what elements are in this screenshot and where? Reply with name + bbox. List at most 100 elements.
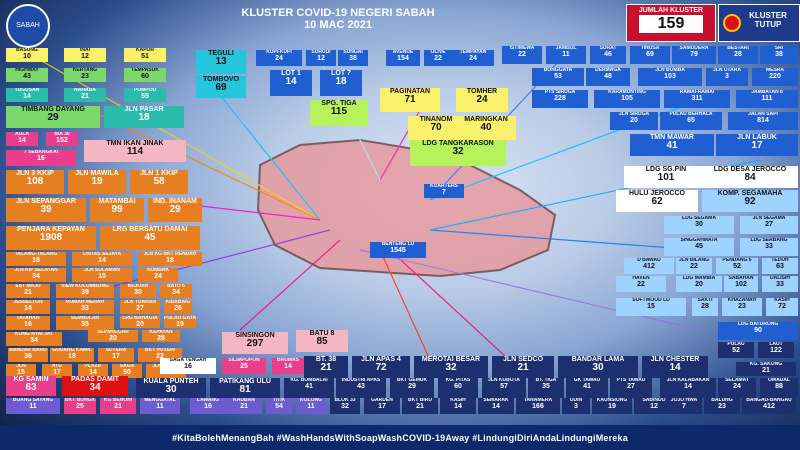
cluster-name: LDG SG.PIN — [645, 166, 687, 173]
cluster-count: 38 — [775, 51, 783, 59]
cluster-count: 32 — [452, 146, 464, 158]
cluster-count: 18 — [166, 257, 174, 265]
cluster-count: 20 — [695, 281, 703, 289]
cluster-name: BATU 8 — [309, 330, 335, 337]
cluster-name: POMPOD — [133, 88, 157, 93]
cluster-name: JLN 1 KKIP — [140, 170, 178, 177]
cluster-count: 11 — [156, 403, 164, 411]
cluster-count: 24 — [733, 383, 741, 391]
cluster-count: 34 — [172, 289, 180, 297]
cluster-name: KG. SAKONG — [749, 362, 783, 367]
cluster-name: BIA 30 — [54, 132, 70, 137]
cluster-name: TUGUSAN — [14, 88, 40, 93]
cluster-name: KAUBAN — [233, 398, 255, 403]
cluster-name: JLN 3 KKIP — [16, 170, 54, 177]
cluster-count: 14 — [684, 383, 692, 391]
cluster-count: 34 — [30, 337, 38, 345]
cluster-count: 72 — [778, 303, 786, 311]
cluster-count: 102 — [735, 281, 747, 289]
cluster-name: BATU 5 — [167, 284, 185, 289]
cluster-count: 17 — [53, 369, 61, 377]
cluster-count: 19 — [608, 403, 616, 411]
cluster-name: OLIVE — [430, 50, 446, 55]
cluster-name: KG BENONI — [103, 398, 133, 403]
cluster-name: JLN TUARAN — [124, 300, 156, 305]
cluster-name: KG SAMIN — [13, 376, 49, 383]
cluster-name: BEJORA — [127, 284, 149, 289]
cluster-name: LOT 7 — [331, 70, 351, 77]
cluster-name: BONGGAYA — [543, 68, 573, 73]
cluster-count: 166 — [532, 403, 544, 411]
cluster-count: 16 — [184, 363, 192, 371]
cluster-name: SUTERA — [105, 348, 127, 353]
cluster-name: SOFTWOOD LD — [632, 298, 670, 303]
cluster-name: BKT BIRU — [408, 398, 432, 403]
cluster-count: 90 — [754, 327, 762, 335]
cluster-count: 122 — [770, 347, 782, 355]
cluster-count: 21 — [320, 362, 332, 374]
cluster-name: LDG SERBANG — [750, 238, 788, 243]
cluster-count: 22 — [518, 51, 526, 59]
cluster-name: INDUSTRI APAS — [341, 378, 381, 383]
cluster-count: 103 — [664, 73, 676, 81]
cluster-name: TANAMERA — [523, 398, 553, 403]
cluster-name: JLN SEPANGGAR — [16, 198, 76, 205]
cluster-count: 40 — [480, 122, 492, 134]
cluster-count: 13 — [215, 56, 227, 68]
cluster-count: 41 — [666, 140, 678, 152]
cluster-name: LRG BERSATU DAMAI — [112, 226, 188, 233]
cluster-name: JLN UTARA — [713, 68, 741, 73]
cluster-count: 39 — [40, 204, 52, 216]
cluster-count: 18 — [138, 112, 150, 124]
cluster-count: 14 — [284, 363, 292, 371]
cluster-name: LRG BAHAGIA — [122, 316, 158, 321]
cluster-name: KASIH — [450, 398, 466, 403]
cluster-count: 23 — [738, 303, 746, 311]
cluster-count: 21 — [240, 403, 248, 411]
cluster-name: KEPAYAN — [149, 330, 173, 335]
cluster-name: SURUDI — [311, 50, 331, 55]
cluster-count: 114 — [126, 146, 144, 158]
cluster-count: 54 — [275, 403, 283, 411]
cluster-count: 14 — [23, 93, 31, 101]
cluster-name: LAUT — [769, 342, 783, 347]
cluster-count: 22 — [637, 281, 645, 289]
cluster-count: 41 — [583, 383, 591, 391]
cluster-count: 26 — [174, 305, 182, 313]
cluster-count: 152 — [56, 137, 68, 145]
cluster-count: 52 — [732, 347, 740, 355]
cluster-count: 297 — [246, 338, 264, 350]
cluster-name: KUPI-KUPI — [266, 50, 292, 55]
cluster-name: PENJARA KEPAYAN — [17, 226, 85, 233]
cluster-name: JLN CHESTER — [650, 356, 700, 363]
cluster-name: IND. INANAM — [153, 198, 197, 205]
